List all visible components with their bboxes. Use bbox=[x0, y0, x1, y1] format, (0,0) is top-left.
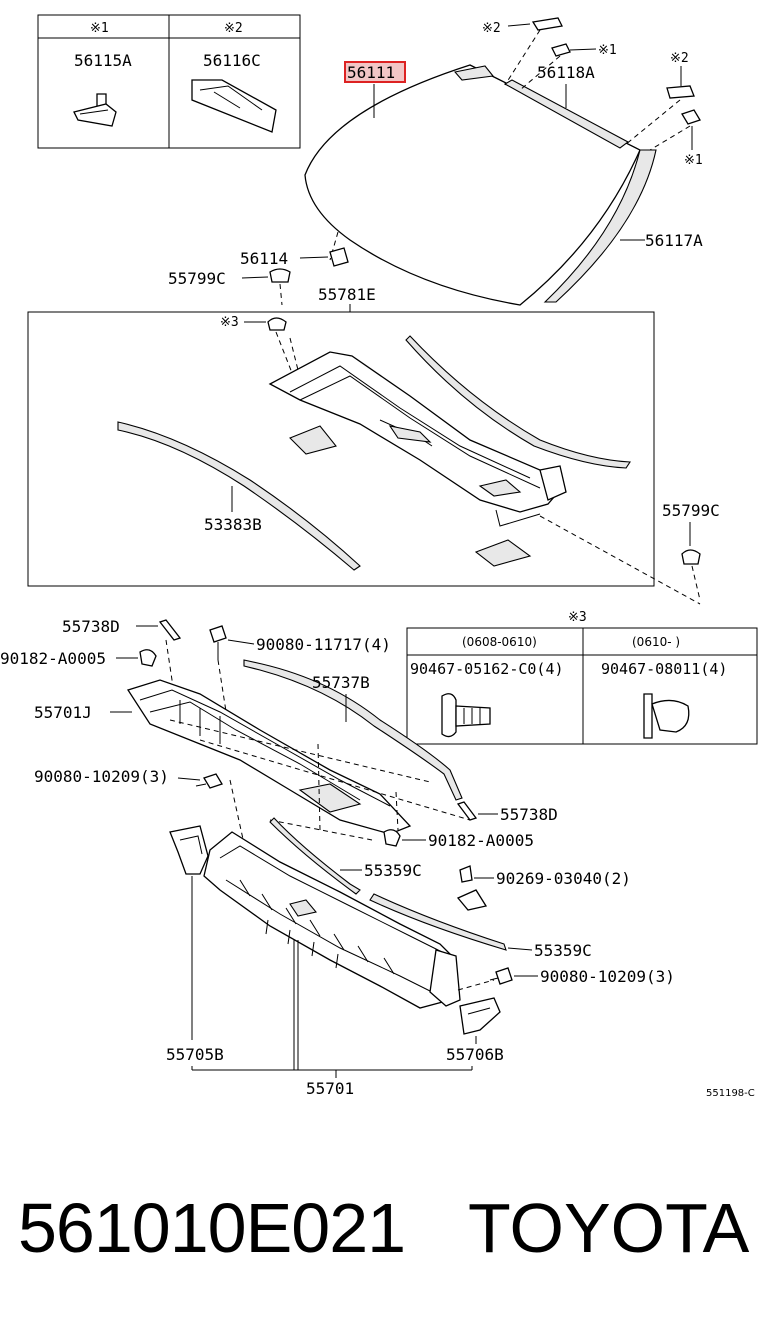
bracket-55738D-mid[interactable] bbox=[456, 801, 478, 821]
callout-56118A[interactable]: 56118A bbox=[537, 63, 595, 82]
callout-90182-A0005-left[interactable]: 90182-A0005 bbox=[0, 649, 106, 668]
note-1-label: ※1 bbox=[90, 21, 109, 36]
callout-90269-03040[interactable]: 90269-03040(2) bbox=[496, 869, 631, 888]
clip-55799C-top[interactable] bbox=[269, 268, 291, 306]
callout-53383B[interactable]: 53383B bbox=[204, 515, 262, 534]
cowl-mesh-pieces bbox=[289, 425, 532, 567]
note-1-right: ※1 bbox=[684, 153, 703, 168]
bracket-55705B[interactable] bbox=[169, 825, 209, 875]
callout-55359C-upper[interactable]: 55359C bbox=[364, 861, 422, 880]
callout-55799C-right[interactable]: 55799C bbox=[662, 501, 720, 520]
nut-90182-A0005-left[interactable] bbox=[139, 649, 157, 667]
bracket-55706B[interactable] bbox=[459, 997, 501, 1035]
clip-table-part-left[interactable]: 90467-05162-C0(4) bbox=[410, 660, 564, 678]
highlight-56111 bbox=[344, 61, 406, 83]
callout-55359C-lower[interactable]: 55359C bbox=[534, 941, 592, 960]
nut-90182-A0005-mid[interactable] bbox=[383, 829, 401, 847]
note-3-clip: ※3 bbox=[220, 315, 239, 330]
callout-55737B[interactable]: 55737B bbox=[312, 673, 370, 692]
clip-table-note: ※3 bbox=[568, 610, 587, 625]
seal-55359C-upper[interactable] bbox=[269, 817, 361, 895]
push-clip-left-drawing bbox=[441, 693, 491, 738]
callout-56111[interactable]: 56111 bbox=[347, 63, 395, 82]
callout-56115A[interactable]: 56115A bbox=[74, 51, 132, 70]
callout-56117A[interactable]: 56117A bbox=[645, 231, 703, 250]
callout-55799C-top[interactable]: 55799C bbox=[168, 269, 226, 288]
clips-top-right bbox=[504, 17, 701, 151]
clip-56116C-drawing bbox=[191, 79, 277, 133]
clip-table-period-left: (0608-0610) bbox=[462, 635, 537, 649]
seal-55359C-lower[interactable] bbox=[369, 893, 507, 951]
callout-55701J[interactable]: 55701J bbox=[34, 703, 92, 722]
note-2-top: ※2 bbox=[482, 21, 501, 36]
footer-part-number: 561010E021 bbox=[18, 1189, 406, 1267]
bracket-55738D-top[interactable] bbox=[158, 619, 182, 641]
callout-56114[interactable]: 56114 bbox=[240, 249, 288, 268]
clip-table-period-right: (0610- ) bbox=[632, 635, 680, 649]
callout-90080-11717[interactable]: 90080-11717(4) bbox=[256, 635, 391, 654]
callout-55781E[interactable]: 55781E bbox=[318, 285, 376, 304]
drawing-code: 551198-C bbox=[706, 1088, 755, 1099]
clip-56114[interactable] bbox=[329, 247, 349, 267]
seal-53383B[interactable] bbox=[117, 421, 361, 571]
note-2-label: ※2 bbox=[224, 21, 243, 36]
clip-55799C-right[interactable] bbox=[681, 549, 701, 565]
clip-table: ※3 (0608-0610) (0610- ) 90467-05162-C0(4… bbox=[406, 610, 758, 745]
callout-90080-10209-right[interactable]: 90080-10209(3) bbox=[540, 967, 675, 986]
callout-55738D-top[interactable]: 55738D bbox=[62, 617, 120, 636]
clip-table-part-right[interactable]: 90467-08011(4) bbox=[601, 660, 727, 678]
callout-55701[interactable]: 55701 bbox=[306, 1079, 354, 1098]
cowl-group-box bbox=[27, 311, 655, 587]
note-1-top: ※1 bbox=[598, 43, 617, 58]
group-bracket-55701 bbox=[191, 940, 473, 1078]
callout-56116C[interactable]: 56116C bbox=[203, 51, 261, 70]
clip-56115A-drawing bbox=[73, 93, 117, 127]
seal-55737B[interactable] bbox=[243, 659, 463, 801]
cowl-louver[interactable] bbox=[268, 351, 567, 527]
push-clip-right-drawing bbox=[643, 693, 690, 739]
bolt-90080-10209-right[interactable] bbox=[489, 967, 513, 985]
callout-55705B[interactable]: 55705B bbox=[166, 1045, 224, 1064]
clip-cowl-top bbox=[244, 317, 301, 379]
callout-55706B[interactable]: 55706B bbox=[446, 1045, 504, 1064]
clip-90269-03040[interactable] bbox=[456, 865, 488, 911]
windshield-glass[interactable] bbox=[304, 64, 641, 306]
molding-side[interactable] bbox=[543, 149, 657, 303]
note-2-right: ※2 bbox=[670, 51, 689, 66]
cowl-panel-55701[interactable] bbox=[203, 831, 461, 1009]
callout-55738D-mid[interactable]: 55738D bbox=[500, 805, 558, 824]
callout-90182-A0005-mid[interactable]: 90182-A0005 bbox=[428, 831, 534, 850]
callout-90080-10209-left[interactable]: 90080-10209(3) bbox=[34, 767, 169, 786]
footer-brand: TOYOTA bbox=[468, 1189, 750, 1267]
bolt-90080-10209-left[interactable] bbox=[195, 773, 223, 789]
cowl-panel-55701J[interactable] bbox=[126, 679, 412, 835]
seal-cowl-rear bbox=[405, 335, 631, 469]
inset-table-clips: ※1 ※2 56115A 56116C bbox=[37, 14, 301, 149]
